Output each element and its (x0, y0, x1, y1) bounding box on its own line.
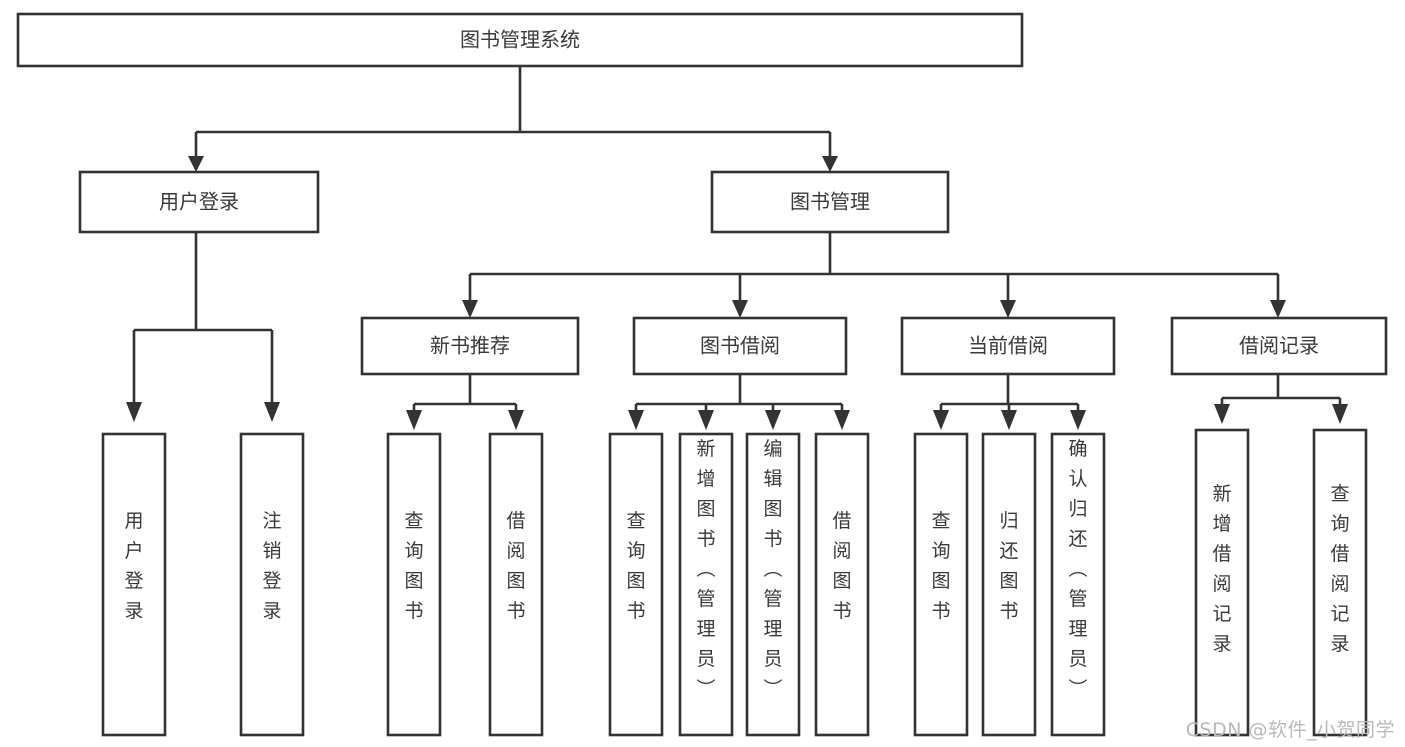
node-current-borrow-box[interactable] (900, 316, 1116, 376)
node-new-book-recommend-box[interactable] (360, 316, 580, 376)
leaf-current-borrow-2-box[interactable] (981, 432, 1037, 737)
node-book-borrow-label: 图书借阅 (700, 334, 780, 358)
leaf-current-borrow-2[interactable]: 归还图书 (981, 432, 1037, 737)
leaf-current-borrow-3-label: 确认归还︵管理员︶ (1068, 438, 1087, 700)
node-borrow-record-box[interactable] (1170, 316, 1388, 376)
node-root[interactable]: 图书管理系统 (16, 12, 1024, 68)
node-root-box[interactable] (16, 12, 1024, 68)
leaf-book-borrow-3[interactable]: 编辑图书︵管理员︶ (745, 432, 801, 737)
leaf-borrow-record-1[interactable]: 新增借阅记录 (1194, 428, 1250, 737)
node-book-manage-label: 图书管理 (790, 190, 870, 214)
leaf-book-borrow-2-label: 新增图书︵管理员︶ (696, 438, 715, 700)
leaf-new-book-2[interactable]: 借阅图书 (488, 432, 544, 737)
leaf-book-borrow-2-box[interactable] (678, 432, 734, 737)
arrowhead-currentborrow (1000, 300, 1016, 318)
connector-layer (126, 66, 1348, 430)
leaf-user-login-2[interactable]: 注销登录 (239, 432, 305, 737)
node-borrow-record[interactable]: 借阅记录 (1170, 316, 1388, 376)
node-root-label: 图书管理系统 (460, 28, 580, 52)
arrowhead-borrowrecord-leaf1 (1214, 404, 1230, 424)
arrowhead-book-manage (822, 156, 838, 172)
csdn-watermark: CSDN @软件_小贺同学 (1185, 719, 1395, 741)
node-book-manage[interactable]: 图书管理 (710, 170, 950, 234)
leaf-borrow-record-2[interactable]: 查询借阅记录 (1312, 428, 1368, 737)
arrowhead-bookborrow-leaf4 (834, 410, 850, 430)
leaf-book-borrow-3-label: 编辑图书︵管理员︶ (763, 438, 782, 700)
arrowhead-bookborrow-leaf1 (628, 410, 644, 430)
node-current-borrow[interactable]: 当前借阅 (900, 316, 1116, 376)
leaf-new-book-1[interactable]: 查询图书 (386, 432, 442, 737)
arrowhead-borrowrecord-leaf2 (1332, 404, 1348, 424)
arrowhead-currentborrow-leaf1 (933, 410, 949, 430)
leaf-book-borrow-4-label: 借阅图书 (832, 510, 851, 622)
arrowhead-newbook-leaf2 (508, 410, 524, 430)
leaf-user-login-2-label: 注销登录 (262, 510, 281, 622)
node-current-borrow-label: 当前借阅 (968, 334, 1048, 358)
node-book-manage-box[interactable] (710, 170, 950, 234)
arrowhead-bookborrow-leaf3 (765, 410, 781, 430)
arrowhead-currentborrow-leaf3 (1070, 410, 1086, 430)
leaf-book-borrow-1-box[interactable] (608, 432, 664, 737)
leaf-user-login-1[interactable]: 用户登录 (101, 432, 167, 737)
leaf-book-borrow-2[interactable]: 新增图书︵管理员︶ (678, 432, 734, 737)
leaf-borrow-record-2-box[interactable] (1312, 428, 1368, 737)
leaf-book-borrow-1-label: 查询图书 (626, 510, 645, 622)
leaf-user-login-1-box[interactable] (101, 432, 167, 737)
arrowhead-bookborrow-leaf2 (698, 410, 714, 430)
arrowhead-bookborrow (732, 300, 748, 318)
node-user-login-label: 用户登录 (159, 190, 239, 214)
arrowhead-newbook-leaf1 (406, 410, 422, 430)
leaf-current-borrow-3-box[interactable] (1050, 432, 1106, 737)
node-user-login-box[interactable] (78, 170, 320, 234)
leaf-borrow-record-2-label: 查询借阅记录 (1330, 483, 1349, 655)
leaf-new-book-1-label: 查询图书 (404, 510, 423, 622)
arrowhead-newbook (462, 300, 478, 318)
leaf-user-login-2-box[interactable] (239, 432, 305, 737)
leaf-current-borrow-2-label: 归还图书 (999, 510, 1018, 622)
leaf-book-borrow-4-box[interactable] (814, 432, 870, 737)
arrowhead-currentborrow-leaf2 (1001, 410, 1017, 430)
leaf-current-borrow-1-box[interactable] (913, 432, 969, 737)
leaf-book-borrow-4[interactable]: 借阅图书 (814, 432, 870, 737)
arrowhead-userlogin-leaf1 (126, 402, 142, 422)
leaf-user-login-1-label: 用户登录 (124, 510, 143, 622)
node-user-login[interactable]: 用户登录 (78, 170, 320, 234)
arrowhead-userlogin-leaf2 (264, 402, 280, 422)
node-new-book-recommend-label: 新书推荐 (430, 334, 510, 358)
arrowhead-borrowrecord (1270, 300, 1286, 318)
node-book-borrow[interactable]: 图书借阅 (632, 316, 848, 376)
leaf-borrow-record-1-label: 新增借阅记录 (1212, 483, 1231, 655)
leaf-current-borrow-1[interactable]: 查询图书 (913, 432, 969, 737)
arrowhead-user-login (188, 156, 204, 172)
leaf-new-book-2-box[interactable] (488, 432, 544, 737)
node-new-book-recommend[interactable]: 新书推荐 (360, 316, 580, 376)
leaf-current-borrow-3[interactable]: 确认归还︵管理员︶ (1050, 432, 1106, 737)
leaf-current-borrow-1-label: 查询图书 (931, 510, 950, 622)
leaf-book-borrow-3-box[interactable] (745, 432, 801, 737)
leaf-new-book-2-label: 借阅图书 (506, 510, 525, 622)
node-book-borrow-box[interactable] (632, 316, 848, 376)
node-borrow-record-label: 借阅记录 (1239, 334, 1319, 358)
leaf-new-book-1-box[interactable] (386, 432, 442, 737)
leaf-book-borrow-1[interactable]: 查询图书 (608, 432, 664, 737)
leaf-borrow-record-1-box[interactable] (1194, 428, 1250, 737)
